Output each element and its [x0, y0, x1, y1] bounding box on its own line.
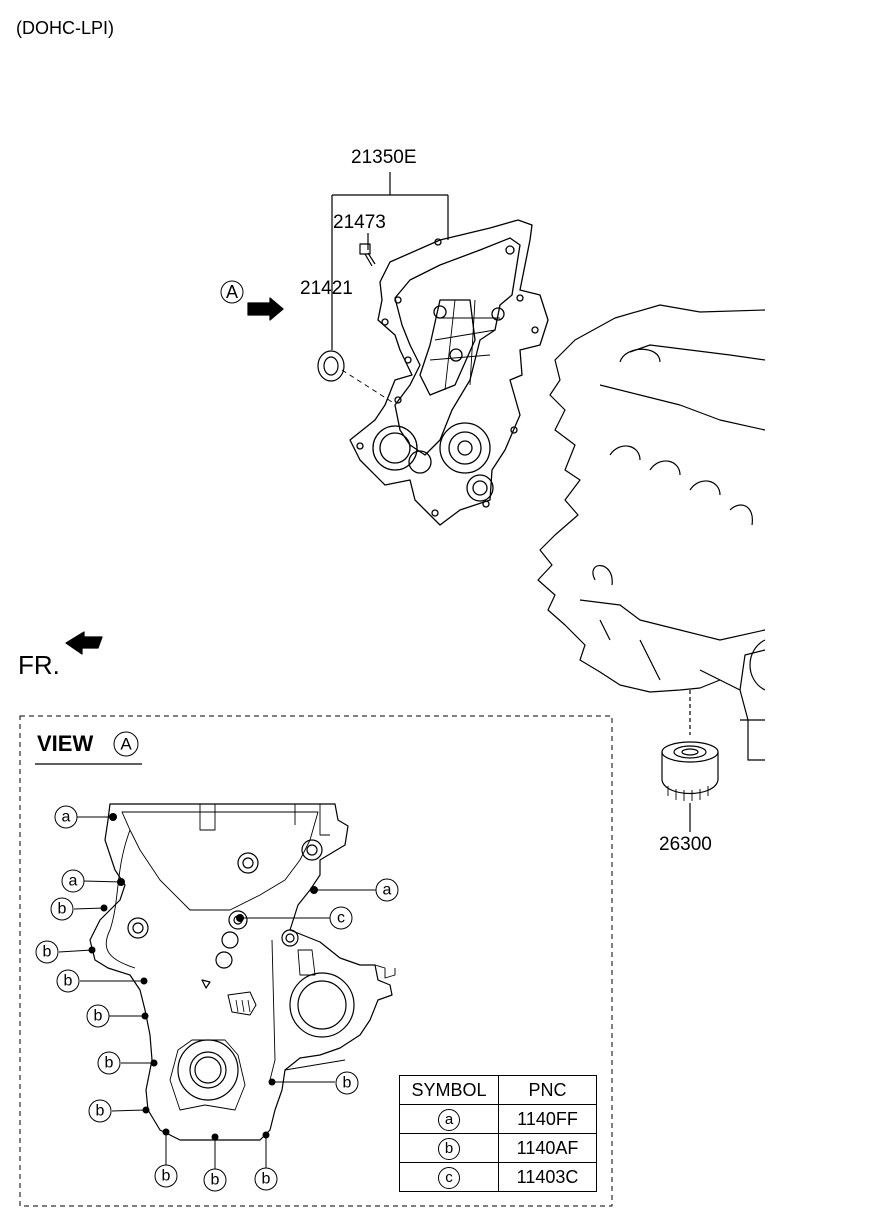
- callout-5: b: [64, 973, 73, 990]
- view-marker-letter: A: [226, 282, 238, 302]
- callout-10: b: [211, 1172, 220, 1189]
- view-a-box: [19, 715, 613, 1207]
- oil-filter-26300: [661, 741, 719, 832]
- callout-13: c: [337, 910, 345, 927]
- symbol-b: b: [438, 1137, 460, 1160]
- table-row: b 1140AF: [399, 1133, 597, 1163]
- callout-2: a: [69, 873, 78, 890]
- callout-6: b: [94, 1008, 103, 1025]
- callout-7: b: [105, 1055, 114, 1072]
- view-title: VIEW: [37, 731, 94, 756]
- callout-12: a: [383, 882, 392, 899]
- view-a-cover: [89, 803, 396, 1141]
- symbol-header: SYMBOL: [399, 1075, 499, 1105]
- timing-cover: [349, 219, 549, 526]
- symbol-a: a: [438, 1108, 460, 1131]
- callout-1: a: [62, 809, 71, 826]
- callout-4: b: [43, 944, 52, 961]
- bolt-dots: [88, 813, 318, 1141]
- view-title-letter: A: [120, 735, 132, 754]
- callout-3: b: [58, 901, 67, 918]
- front-arrow: [65, 631, 103, 655]
- symbol-table: SYMBOL PNC a 1140FF b 1140AF c 11403C: [399, 1075, 597, 1192]
- view-arrow: [247, 297, 284, 321]
- part-label-21350e: 21350E: [351, 147, 417, 168]
- callout-11: b: [262, 1171, 271, 1188]
- callout-9: b: [162, 1168, 171, 1185]
- part-label-21473: 21473: [333, 212, 386, 233]
- callout-8: b: [96, 1103, 105, 1120]
- callout-leaders: [58, 816, 376, 1169]
- engine-block: [537, 304, 766, 761]
- table-row: a 1140FF: [399, 1104, 597, 1134]
- variant-label: (DOHC-LPI): [16, 18, 114, 38]
- pnc-b: 1140AF: [498, 1133, 597, 1163]
- pnc-a: 1140FF: [498, 1104, 597, 1134]
- symbol-c: c: [438, 1166, 460, 1189]
- table-row: c 11403C: [399, 1162, 597, 1192]
- seal-21421: [317, 350, 393, 403]
- part-label-26300: 26300: [659, 834, 712, 855]
- callout-14: b: [343, 1075, 352, 1092]
- front-label: FR.: [18, 650, 60, 680]
- part-label-21421: 21421: [300, 278, 353, 299]
- pnc-c: 11403C: [498, 1162, 597, 1192]
- pnc-header: PNC: [498, 1075, 597, 1105]
- bolt-21473: [359, 243, 376, 267]
- leader-lines: [331, 172, 449, 350]
